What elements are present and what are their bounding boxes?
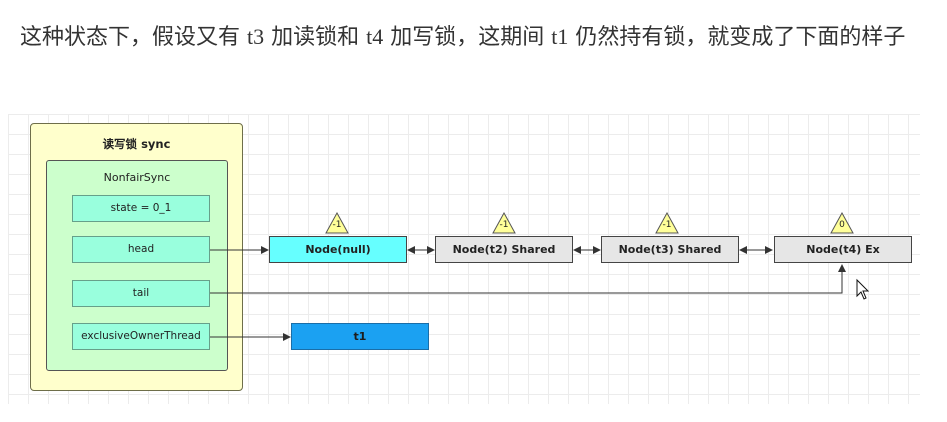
mouse-cursor-icon xyxy=(856,278,870,300)
node-t2-status: -1 xyxy=(492,211,516,234)
text-part-4: 仍然持有锁，就变成了下面的样子 xyxy=(575,25,906,50)
thread-t1-label: t1 xyxy=(551,24,569,49)
status-value: -1 xyxy=(499,220,509,230)
exclusive-owner-thread-field: exclusiveOwnerThread xyxy=(72,323,210,350)
status-triangle-icon xyxy=(492,211,516,234)
status-value: -1 xyxy=(332,220,342,230)
node-t4: Node(t4) Ex xyxy=(774,236,912,263)
text-part-1: 这种状态下，假设又有 xyxy=(20,25,241,50)
node-t4-status: 0 xyxy=(830,211,854,234)
text-part-2: 加读锁和 xyxy=(271,25,360,50)
sync-title: 读写锁 sync xyxy=(102,137,171,151)
nonfair-sync-title: NonfairSync xyxy=(103,171,171,184)
node-null: Node(null) xyxy=(269,236,407,263)
description-paragraph: 这种状态下，假设又有 t3 加读锁和 t4 加写锁，这期间 t1 仍然持有锁，就… xyxy=(20,20,935,54)
status-triangle-icon xyxy=(655,211,679,234)
node-t3-status: -1 xyxy=(655,211,679,234)
status-triangle-icon xyxy=(325,211,349,234)
thread-t3-label: t3 xyxy=(247,24,265,49)
state-field: state = 0_1 xyxy=(72,195,210,222)
status-value: 0 xyxy=(839,220,845,230)
status-triangle-icon xyxy=(830,211,854,234)
owner-thread-t1: t1 xyxy=(291,323,429,350)
node-t3: Node(t3) Shared xyxy=(601,236,739,263)
tail-to-node-t4-arrow xyxy=(210,264,846,294)
node-null-status: -1 xyxy=(325,211,349,234)
thread-t4-label: t4 xyxy=(366,24,384,49)
tail-field: tail xyxy=(72,280,210,307)
status-value: -1 xyxy=(662,220,672,230)
node-t2: Node(t2) Shared xyxy=(435,236,573,263)
head-field: head xyxy=(72,236,210,263)
text-part-3: 加写锁，这期间 xyxy=(390,25,545,50)
